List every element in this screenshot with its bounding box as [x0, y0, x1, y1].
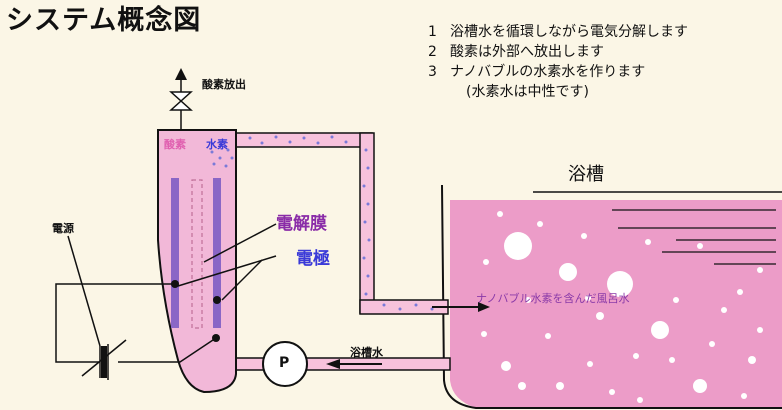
pipe-bubbles: [248, 135, 434, 311]
bath-bubble: [669, 357, 675, 363]
bath-bubble: [633, 353, 639, 359]
power-source-icon: [101, 346, 107, 378]
bath-bubble: [504, 232, 532, 260]
pump-label: P: [279, 355, 290, 371]
return-arrow-head: [326, 359, 340, 369]
bath-bubble: [497, 211, 503, 217]
bath-bubble: [525, 297, 531, 303]
bath-bubble: [757, 267, 763, 273]
down-pipe: [359, 132, 375, 314]
bath-bubble: [518, 382, 526, 390]
note-text: 酸素は外部へ放出します: [450, 44, 604, 60]
bath-bubble: [483, 259, 489, 265]
power-source-label: 電源: [52, 222, 74, 235]
bath-bubble: [537, 221, 543, 227]
bath-bubble: [585, 295, 591, 301]
power-nodes: [171, 280, 221, 342]
oxygen-label: 酸素: [164, 138, 186, 151]
bath-bubble: [581, 233, 587, 239]
bath-bubble: [697, 243, 703, 249]
inflow-arrow-head: [478, 302, 490, 312]
bath-bubble: [737, 289, 743, 295]
oxygen-release-label: 酸素放出: [202, 78, 246, 91]
valve-icon: [169, 91, 193, 111]
bath-bubble: [748, 356, 756, 364]
vent-arrow-icon: [175, 68, 187, 80]
bathtub-outline: [441, 184, 782, 409]
note-item: 2 酸素は外部へ放出します: [428, 42, 688, 62]
water-surface-lines: [612, 209, 776, 265]
bath-bubble: [651, 321, 669, 339]
bath-bubble: [645, 239, 651, 245]
electrolysis-tank: [157, 129, 237, 394]
membrane-label: 電解膜: [276, 214, 327, 234]
bathtub-label: 浴槽: [568, 164, 604, 185]
note-text: 浴槽水を循環しながら電気分解します: [450, 24, 688, 40]
bath-bubble: [693, 379, 707, 393]
bath-bubble: [609, 389, 615, 395]
bath-bubble: [596, 312, 604, 320]
bath-bubble: [741, 393, 747, 399]
note-number: 1: [428, 24, 437, 40]
note-number: 3: [428, 64, 437, 80]
hydrogen-label: 水素: [206, 138, 228, 151]
bath-water-label: 浴槽水: [350, 346, 383, 359]
bath-bubble: [501, 361, 511, 371]
tank-bubbles: [210, 148, 234, 168]
bath-bubble: [481, 331, 487, 337]
membrane: [191, 179, 203, 329]
bath-bubble: [559, 263, 577, 281]
hydrogen-water-label: ナノバブル水素を含んだ風呂水: [476, 292, 630, 305]
bath-bubble: [607, 271, 633, 297]
bath-bubble: [556, 382, 564, 390]
cathode-plate: [213, 178, 221, 328]
bath-bubble: [709, 341, 715, 347]
bath-bubble: [757, 327, 763, 333]
note-text: ナノバブルの水素水を作ります: [450, 64, 646, 80]
electrode-label: 電極: [296, 249, 330, 269]
note-item: 1 浴槽水を循環しながら電気分解します: [428, 22, 688, 42]
anode-plate: [171, 178, 179, 328]
note-number: 2: [428, 44, 437, 60]
bath-bubble: [721, 307, 727, 313]
note-item: 3 ナノバブルの水素水を作ります: [428, 62, 688, 82]
top-pipe: [223, 132, 373, 148]
bath-bubble: [637, 397, 643, 403]
bath-bubbles: [481, 211, 763, 403]
page-title: システム概念図: [6, 5, 202, 36]
bath-bubble: [673, 297, 679, 303]
bath-bubble: [545, 333, 551, 339]
bath-bubble: [587, 361, 593, 367]
note-sub: (水素水は中性です): [466, 84, 589, 100]
notes-list: 1 浴槽水を循環しながら電気分解します 2 酸素は外部へ放出します 3 ナノバブルの水…: [428, 22, 688, 102]
pump-icon: [262, 341, 308, 387]
